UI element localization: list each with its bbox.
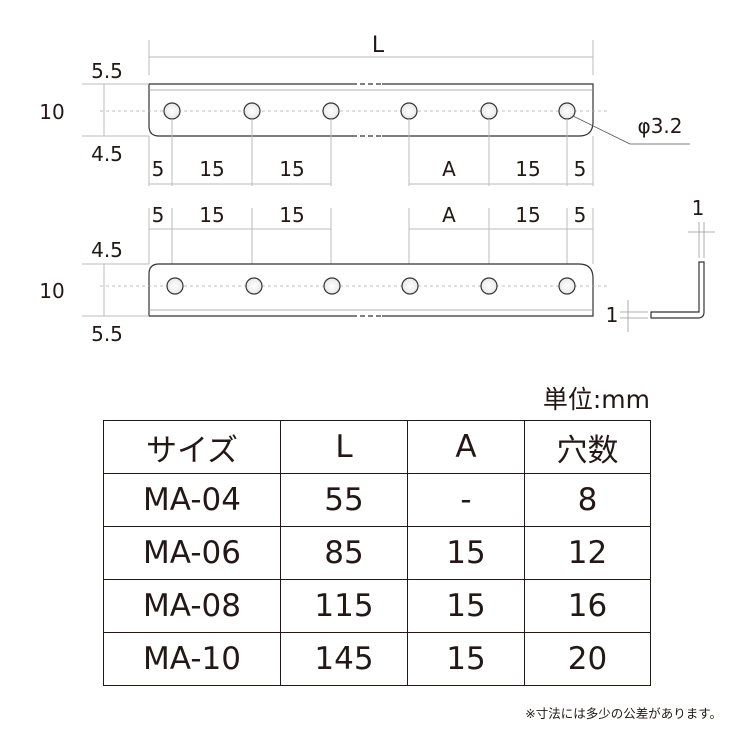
pitch-15: 15 [199,203,224,227]
pitch-end-left: 5 [152,157,165,181]
l-profile [650,261,705,319]
holes-bottom [166,277,576,295]
margin-bottom-label: 4.5 [91,142,123,166]
header-a: A [407,420,525,474]
cell-size: MA-06 [103,526,281,580]
plate-top [148,83,594,137]
cell-holes: 20 [524,632,651,686]
hole [323,277,341,295]
table-row: MA-10 145 15 20 [103,632,651,686]
height-label: 10 [39,279,64,303]
header-l: L [280,420,408,474]
pitch-a: A [442,203,456,227]
bottom-view: 5 15 15 A 15 5 4.5 10 5.5 [39,203,610,346]
hole-pitch-top: 5 15 15 A 15 5 [152,157,587,181]
bracket-drawing: L 5.5 10 4.5 φ3.2 [39,33,715,346]
side-view: 1 1 [606,196,715,332]
cell-a: - [407,473,525,527]
table-row: MA-06 85 15 12 [103,526,651,580]
hole [322,102,340,120]
cell-holes: 12 [524,526,651,580]
pitch-15: 15 [199,157,224,181]
length-label: L [372,33,385,58]
cell-size: MA-10 [103,632,281,686]
header-size: サイズ [103,420,281,474]
thickness-top-label: 1 [692,196,705,220]
hole [163,102,181,120]
pitch-15: 15 [279,203,304,227]
cell-a: 15 [407,579,525,633]
cell-size: MA-08 [103,579,281,633]
margin-top-label: 5.5 [91,59,123,83]
hole-pitch-bottom: 5 15 15 A 15 5 [152,203,587,227]
spec-table: サイズ L A 穴数 MA-04 55 - 8 MA-06 85 15 12 M… [103,420,651,686]
hole-diameter-label: φ3.2 [638,114,683,138]
cell-l: 85 [280,526,408,580]
cell-holes: 8 [524,473,651,527]
hole [401,277,419,295]
cell-size: MA-04 [103,473,281,527]
tolerance-note: ※寸法には多少の公差があります。 [525,706,722,721]
thickness-side-label: 1 [606,303,619,327]
pitch-15: 15 [279,157,304,181]
pitch-15: 15 [515,157,540,181]
header-holes: 穴数 [524,420,651,474]
unit-label: 単位:mm [542,385,650,414]
hole [400,102,418,120]
table-row: MA-08 115 15 16 [103,579,651,633]
cell-holes: 16 [524,579,651,633]
pitch-a: A [442,157,456,181]
cell-a: 15 [407,526,525,580]
cell-l: 145 [280,632,408,686]
plate-bottom [148,263,594,317]
margin-bottom-label: 5.5 [91,322,123,346]
table-header-row: サイズ L A 穴数 [103,420,651,474]
table-row: MA-04 55 - 8 [103,473,651,527]
hole [558,277,576,295]
pitch-end-left: 5 [152,203,165,227]
cell-l: 55 [280,473,408,527]
hole [245,277,263,295]
cell-l: 115 [280,579,408,633]
pitch-end-right: 5 [574,157,587,181]
height-label: 10 [39,100,64,124]
pitch-15: 15 [515,203,540,227]
margin-top-label: 4.5 [91,238,123,262]
pitch-end-right: 5 [574,203,587,227]
hole [243,102,261,120]
hole [480,102,498,120]
top-view: L 5.5 10 4.5 φ3.2 [39,33,690,186]
hole [166,277,184,295]
hole [558,102,576,120]
hole [480,277,498,295]
cell-a: 15 [407,632,525,686]
